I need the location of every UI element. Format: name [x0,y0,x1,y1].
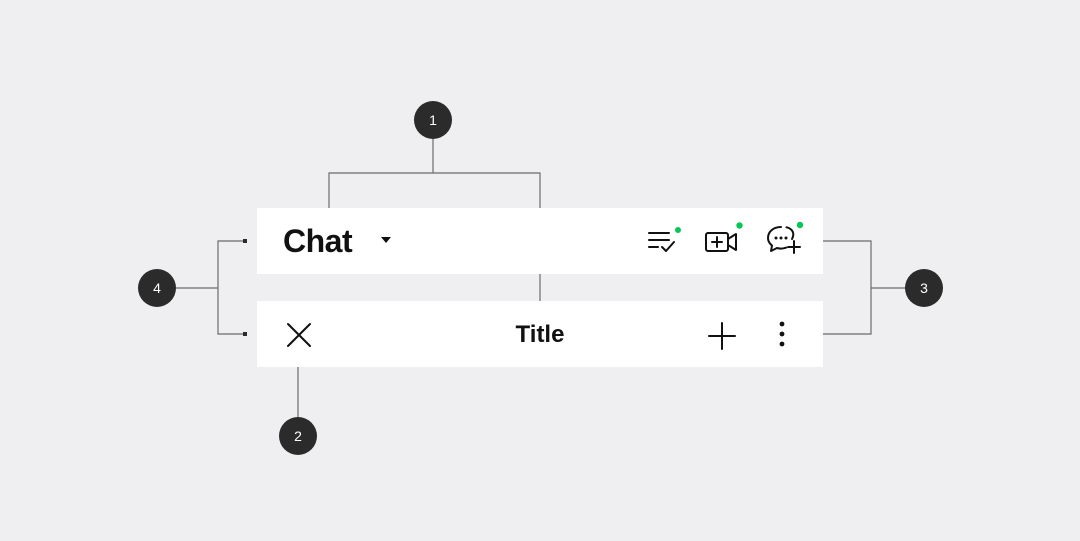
callout-badge-3: 3 [905,269,943,307]
task-list-icon[interactable] [645,227,681,257]
callout-badge-2: 2 [279,417,317,455]
close-icon[interactable] [286,322,312,348]
page-title: Title [515,321,565,348]
main-header-bar: Chat [257,208,823,274]
new-chat-icon[interactable] [765,220,809,256]
more-vertical-icon[interactable] [775,320,789,350]
callout-badge-4: 4 [138,269,176,307]
video-call-add-icon[interactable] [703,222,745,256]
chevron-down-icon[interactable] [381,237,391,243]
sub-header-bar: Title [257,301,823,367]
callout-badge-1: 1 [414,101,452,139]
plus-icon[interactable] [708,322,736,350]
header-title[interactable]: Chat [283,223,353,259]
